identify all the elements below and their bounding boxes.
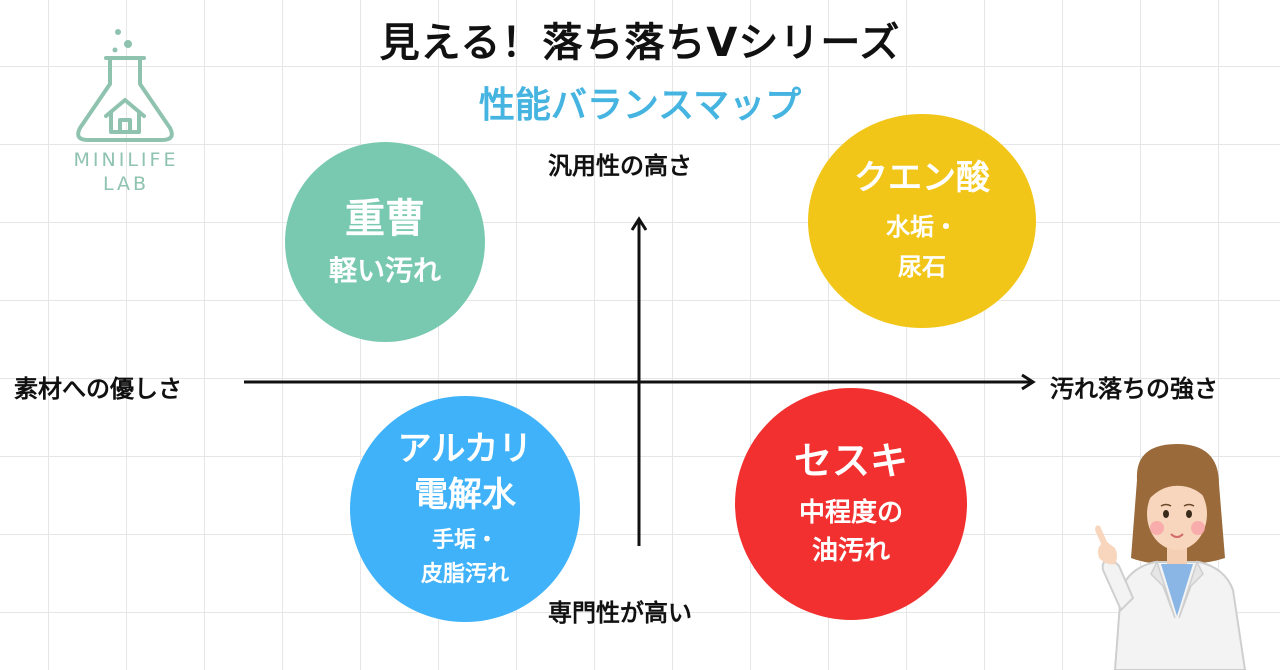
axis-label-bottom: 専門性が高い [548, 599, 692, 627]
baking-soda-name: 重曹 [345, 196, 425, 242]
alkaline-water-name1: アルカリ [397, 429, 533, 469]
logo-line1: MINILIFE [73, 149, 179, 171]
sesquicarbonate-desc1: 中程度の [798, 498, 903, 528]
baking-soda-circle: 重曹 軽い汚れ [285, 142, 485, 342]
alkaline-water-desc1: 手垢・ [431, 528, 498, 553]
citric-acid-circle: クエン酸 水垢・ 尿石 [808, 114, 1036, 328]
alkaline-water-desc2: 皮脂汚れ [420, 562, 509, 587]
sesquicarbonate-desc2: 油汚れ [811, 536, 890, 566]
alkaline-water-name2: 電解水 [414, 475, 516, 515]
citric-acid-desc2: 尿石 [898, 253, 946, 281]
page-subtitle: 性能バランスマップ [478, 85, 802, 126]
page-title: 見える！落ち落ちVシリーズ [379, 20, 901, 66]
citric-acid-desc1: 水垢・ [886, 213, 958, 241]
axis-label-top: 汎用性の高さ [548, 152, 692, 180]
sesquicarbonate-circle: セスキ 中程度の 油汚れ [735, 388, 967, 620]
flask-house-icon [76, 29, 174, 142]
scientist-woman-pointing-icon [1095, 444, 1247, 670]
citric-acid-name: クエン酸 [854, 158, 990, 198]
logo-line2: LAB [102, 173, 150, 195]
axis-label-right: 汚れ落ちの強さ [1050, 375, 1218, 403]
up-arrow-icon [630, 216, 648, 231]
axis-label-left: 素材への優しさ [14, 375, 182, 403]
baking-soda-desc: 軽い汚れ [328, 254, 441, 287]
alkaline-water-circle: アルカリ 電解水 手垢・ 皮脂汚れ [350, 396, 580, 622]
logo-text: MINILIFE LAB [66, 148, 186, 196]
right-arrow-icon [1021, 373, 1036, 391]
sesquicarbonate-name: セスキ [793, 439, 908, 483]
